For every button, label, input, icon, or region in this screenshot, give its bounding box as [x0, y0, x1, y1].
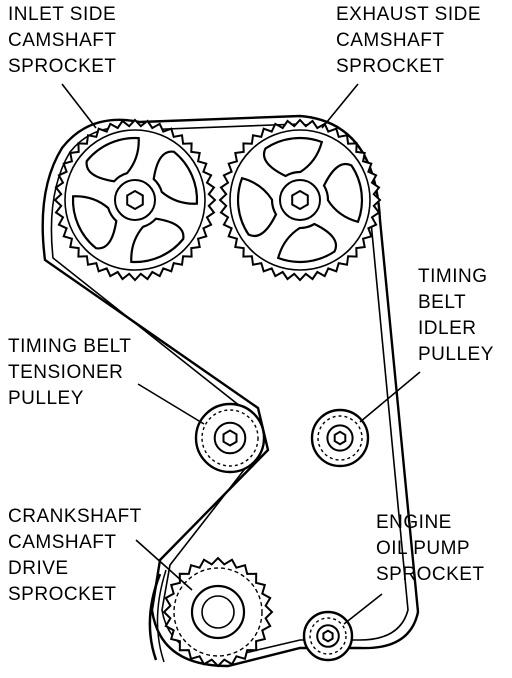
label-line: SPROCKET — [336, 56, 445, 77]
crank-sprocket-bore — [201, 595, 235, 629]
label-line: PULLEY — [8, 388, 84, 409]
label-line: TIMING BELT — [8, 336, 132, 357]
inlet-camshaft-sprocket-window — [130, 217, 185, 264]
exhaust-camshaft-sprocket-rim — [229, 129, 371, 271]
tensioner-pulley-bolt-icon — [222, 429, 238, 447]
label-line: BELT — [418, 292, 467, 313]
crank-housing-arc-2 — [156, 569, 167, 663]
label-line: CAMSHAFT — [8, 30, 117, 51]
timing-belt-outer-edge — [41, 114, 420, 668]
inlet-camshaft-sprocket-label: INLET SIDE CAMSHAFT SPROCKET — [8, 2, 117, 80]
idler-pulley-ring — [317, 415, 363, 461]
label-line: CRANKSHAFT — [8, 506, 142, 527]
label-line: SPROCKET — [8, 56, 117, 77]
label-line: CAMSHAFT — [336, 30, 445, 51]
label-line: TENSIONER — [8, 362, 124, 383]
inlet-label-leader — [61, 83, 97, 129]
label-line: TIMING — [418, 266, 488, 287]
timing-belt-idler-pulley-label: TIMING BELT IDLER PULLEY — [418, 264, 494, 368]
label-line: SPROCKET — [376, 564, 485, 585]
label-line: CAMSHAFT — [8, 532, 117, 553]
exhaust-camshaft-sprocket-label: EXHAUST SIDE CAMSHAFT SPROCKET — [336, 2, 481, 80]
label-line: IDLER — [418, 318, 477, 339]
crank-sprocket-ring — [173, 567, 263, 657]
crank-label-leader — [135, 539, 193, 591]
crankshaft-camshaft-drive-sprocket-label: CRANKSHAFT CAMSHAFT DRIVE SPROCKET — [8, 504, 142, 608]
inlet-camshaft-sprocket-window — [71, 195, 118, 250]
exhaust-camshaft-sprocket-window — [262, 136, 324, 178]
label-line: OIL PUMP — [376, 538, 471, 559]
oil-pump-sprocket-bolt-icon — [322, 629, 334, 643]
exhaust-camshaft-sprocket-bolt-icon — [291, 189, 309, 211]
oil-pump-sprocket-ring — [309, 617, 347, 655]
inlet-camshaft-sprocket-window — [152, 150, 199, 205]
exhaust-camshaft-sprocket-window — [276, 222, 338, 264]
timing-belt-tensioner-pulley-label: TIMING BELT TENSIONER PULLEY — [8, 334, 131, 412]
label-line: SPROCKET — [8, 584, 117, 605]
label-line: INLET SIDE — [8, 4, 117, 25]
exhaust-camshaft-sprocket-window — [236, 176, 278, 238]
label-line: PULLEY — [418, 344, 494, 365]
crank-housing-arc — [148, 573, 162, 661]
inlet-camshaft-sprocket-window — [85, 136, 140, 183]
exhaust-camshaft-sprocket-window — [322, 162, 364, 224]
idler-label-leader — [359, 371, 421, 423]
oil-pump-label-leader — [343, 593, 383, 625]
label-line: DRIVE — [8, 558, 69, 579]
label-line: ENGINE — [376, 512, 452, 533]
label-line: EXHAUST SIDE — [336, 4, 482, 25]
tensioner-label-leader — [137, 383, 205, 425]
inlet-camshaft-sprocket-bolt-icon — [126, 189, 144, 211]
engine-oil-pump-sprocket-label: ENGINE OIL PUMP SPROCKET — [376, 510, 485, 588]
exhaust-label-leader — [321, 83, 359, 129]
idler-pulley-bolt-icon — [333, 430, 347, 446]
tensioner-pulley-ring — [201, 409, 259, 467]
inlet-camshaft-sprocket-rim — [64, 129, 206, 271]
